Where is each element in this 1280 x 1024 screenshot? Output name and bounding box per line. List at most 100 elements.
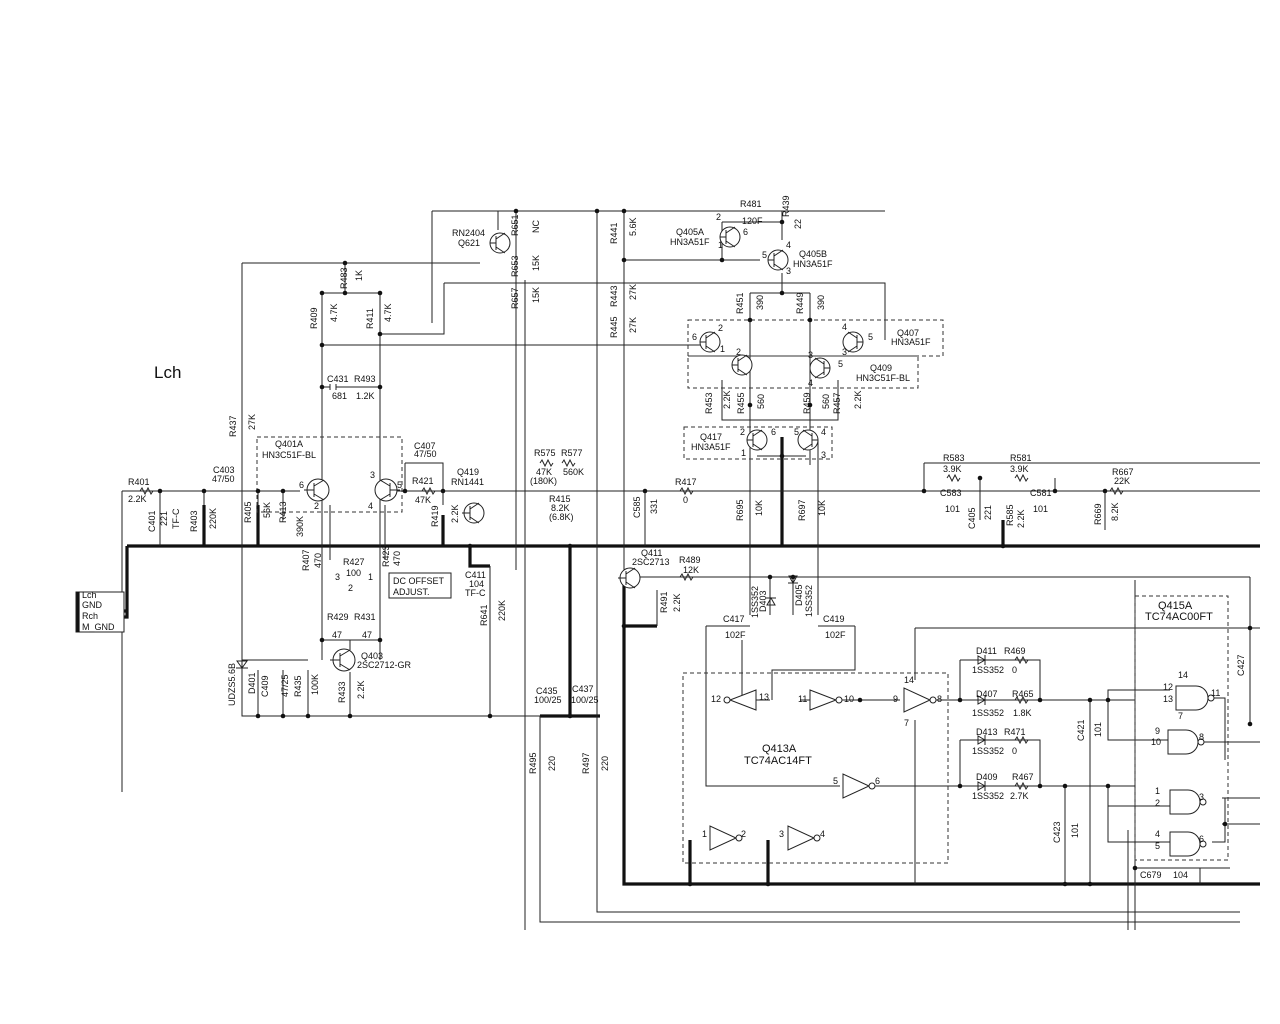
label-r657v: 15K bbox=[531, 287, 541, 303]
label-c409: C409 bbox=[260, 675, 270, 697]
label-r695v: 10K bbox=[754, 500, 764, 516]
label-c407v: 47/50 bbox=[414, 449, 437, 459]
label-r435v: 100K bbox=[310, 674, 320, 695]
pin-p-inv6: 6 bbox=[875, 776, 880, 786]
label-r423v: 470 bbox=[392, 551, 402, 566]
pin-p-inv5: 5 bbox=[833, 776, 838, 786]
label-c585v: 331 bbox=[649, 499, 659, 514]
pin-p-q405a-2: 2 bbox=[716, 212, 721, 222]
pin-p-n9: 9 bbox=[1155, 726, 1160, 736]
pin-p-n11: 11 bbox=[1211, 688, 1220, 698]
pin-p-q405b-5: 5 bbox=[762, 250, 767, 260]
label-q405b-t: HN3A51F bbox=[793, 259, 833, 269]
label-r493v: 1.2K bbox=[356, 391, 375, 401]
label-c411: C411 bbox=[465, 570, 486, 580]
label-r697v: 10K bbox=[817, 500, 827, 516]
label-c411v: 104 bbox=[469, 579, 484, 589]
label-c581: C581 bbox=[1030, 488, 1052, 498]
label-c409v: 47/25 bbox=[280, 674, 290, 697]
label-r577: R577 bbox=[561, 448, 583, 458]
label-r585v: 2.2K bbox=[1016, 509, 1026, 528]
pin-p-inv2: 2 bbox=[741, 829, 746, 839]
pin-p-n7: 7 bbox=[1178, 711, 1183, 721]
nand-gate-8 bbox=[1167, 729, 1205, 755]
label-c407: C407 bbox=[414, 441, 436, 451]
label-r583: R583 bbox=[943, 453, 965, 463]
pin-p-q401-4: 4 bbox=[368, 501, 373, 511]
label-q417: Q417 bbox=[700, 432, 722, 442]
transistor-q409-right bbox=[809, 357, 831, 379]
label-r667v: 22K bbox=[1114, 476, 1130, 486]
label-c435v: 100/25 bbox=[534, 695, 562, 705]
label-r445v: 27K bbox=[628, 317, 638, 333]
label-r429: R429 bbox=[327, 612, 349, 622]
pin-p-r427-2: 2 bbox=[348, 583, 353, 593]
pin-p-q417-4: 4 bbox=[821, 427, 826, 437]
pin-p-inv10: 10 bbox=[844, 694, 854, 704]
label-r657: R657 bbox=[510, 287, 520, 309]
label-r697: R697 bbox=[797, 499, 807, 521]
pin-p-inv13: 13 bbox=[759, 692, 769, 702]
label-r419v: 2.2K bbox=[450, 504, 460, 523]
label-nc: NC bbox=[531, 220, 541, 233]
label-r427: R427 bbox=[343, 557, 365, 567]
label-r441v: 5.6K bbox=[628, 217, 638, 236]
label-c401t: TF-C bbox=[171, 508, 181, 529]
pin-p-r427-3: 3 bbox=[335, 572, 340, 582]
label-c403: C403 bbox=[213, 465, 235, 475]
label-r495v: 220 bbox=[547, 756, 557, 771]
label-r575: R575 bbox=[534, 448, 556, 458]
label-r471: R471 bbox=[1004, 727, 1026, 737]
label-q405b: Q405B bbox=[799, 249, 827, 259]
label-r467v: 2.7K bbox=[1010, 791, 1029, 801]
label-d405: D405 bbox=[794, 584, 804, 606]
pin-p-q417-5: 5 bbox=[794, 427, 799, 437]
label-c435: C435 bbox=[536, 686, 558, 696]
pin-p-q407r-3: 3 bbox=[842, 347, 847, 357]
label-r457: R457 bbox=[832, 392, 842, 414]
label-r451: R451 bbox=[735, 292, 745, 314]
label-r483: R483 bbox=[339, 267, 349, 289]
transistor-q409-left bbox=[731, 354, 753, 376]
label-c401: C401 bbox=[147, 510, 157, 532]
label-c437v: 100/25 bbox=[571, 695, 599, 705]
label-c431: C431 bbox=[327, 374, 349, 384]
label-q415a-t: TC74AC00FT bbox=[1145, 611, 1213, 623]
label-d407t: 1SS352 bbox=[972, 708, 1004, 718]
label-r581: R581 bbox=[1010, 453, 1032, 463]
pin-p-q407l-2: 2 bbox=[718, 323, 723, 333]
label-q401a: Q401A bbox=[275, 439, 303, 449]
transistor-q403 bbox=[330, 648, 356, 672]
transistors bbox=[304, 226, 864, 672]
label-rn2404: RN2404 bbox=[452, 228, 485, 238]
connector-pin-rch: Rch bbox=[82, 611, 98, 621]
label-d409t: 1SS352 bbox=[972, 791, 1004, 801]
label-r583v: 3.9K bbox=[943, 464, 962, 474]
inverter-q413-1-2 bbox=[709, 825, 743, 851]
label-c421v: 101 bbox=[1093, 722, 1103, 737]
label-r449v: 390 bbox=[816, 295, 826, 310]
label-d403: D403 bbox=[758, 590, 768, 612]
pin-p-q401-3: 3 bbox=[370, 470, 375, 480]
transistor-q411 bbox=[618, 567, 641, 589]
label-r467: R467 bbox=[1012, 772, 1034, 782]
label-q621: Q621 bbox=[458, 238, 480, 248]
label-r481: R481 bbox=[740, 199, 762, 209]
pin-p-inv7: 7 bbox=[904, 718, 909, 728]
label-r651: R651 bbox=[510, 214, 520, 236]
label-r431v: 47 bbox=[362, 630, 372, 640]
label-c405: C405 bbox=[967, 507, 977, 529]
label-c583v: 101 bbox=[945, 504, 960, 514]
label-r409: R409 bbox=[309, 307, 319, 329]
label-q403: Q403 bbox=[361, 651, 383, 661]
label-c401v: 221 bbox=[159, 511, 169, 526]
label-r575alt: (180K) bbox=[530, 476, 557, 486]
label-q411: Q411 bbox=[641, 548, 662, 558]
label-c427: C427 bbox=[1236, 654, 1246, 676]
label-r495: R495 bbox=[528, 752, 538, 774]
pin-p-q409-4: 4 bbox=[808, 378, 813, 388]
label-d403t: 1SS352 bbox=[750, 586, 760, 618]
label-r455v: 560 bbox=[756, 394, 766, 409]
module-outlines bbox=[256, 319, 1229, 864]
